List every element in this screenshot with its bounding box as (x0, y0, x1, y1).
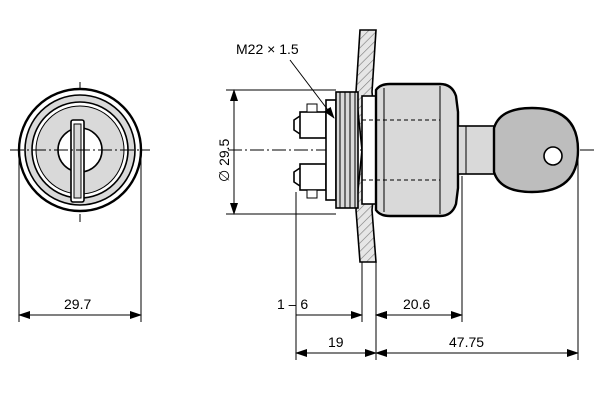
latch-upper (299, 111, 327, 139)
dim-diameter: ∅ 29.5 (216, 89, 336, 215)
thread-label: M22 × 1.5 (236, 41, 299, 57)
dim-text-rear-depth: 19 (328, 334, 344, 350)
dim-text-diameter: ∅ 29.5 (216, 138, 232, 182)
dim-text-overall-front: 47.75 (449, 334, 484, 350)
key-hole (543, 146, 563, 166)
latch-lower-clip (306, 189, 318, 199)
key-barrel (457, 125, 495, 175)
dim-text-bezel-depth: 20.6 (403, 296, 430, 312)
thread-callout: M22 × 1.5 (236, 41, 335, 119)
key-head (492, 106, 580, 194)
dim-front-width: 29.7 (18, 150, 142, 322)
operator-head (374, 82, 460, 218)
dim-overall-front: 47.75 (375, 334, 579, 357)
dim-panel-thickness: 1 – 6 (277, 296, 392, 319)
side-view (228, 29, 595, 263)
thread-leader (289, 59, 335, 119)
fixing-nut (361, 95, 377, 205)
latch-lower-tip (293, 167, 301, 187)
dim-rear-depth: 19 (295, 334, 377, 357)
front-view (10, 82, 150, 222)
latch-upper-clip (306, 103, 318, 113)
threaded-ring (335, 91, 359, 209)
key-slot-inner (73, 123, 82, 199)
dim-text-panel-thickness: 1 – 6 (277, 296, 308, 312)
dim-bezel-depth: 20.6 (375, 296, 463, 319)
latch-upper-tip (293, 115, 301, 135)
latch-lower (299, 163, 327, 191)
adapter-plate (325, 99, 337, 201)
dim-text-front-width: 29.7 (64, 296, 91, 312)
